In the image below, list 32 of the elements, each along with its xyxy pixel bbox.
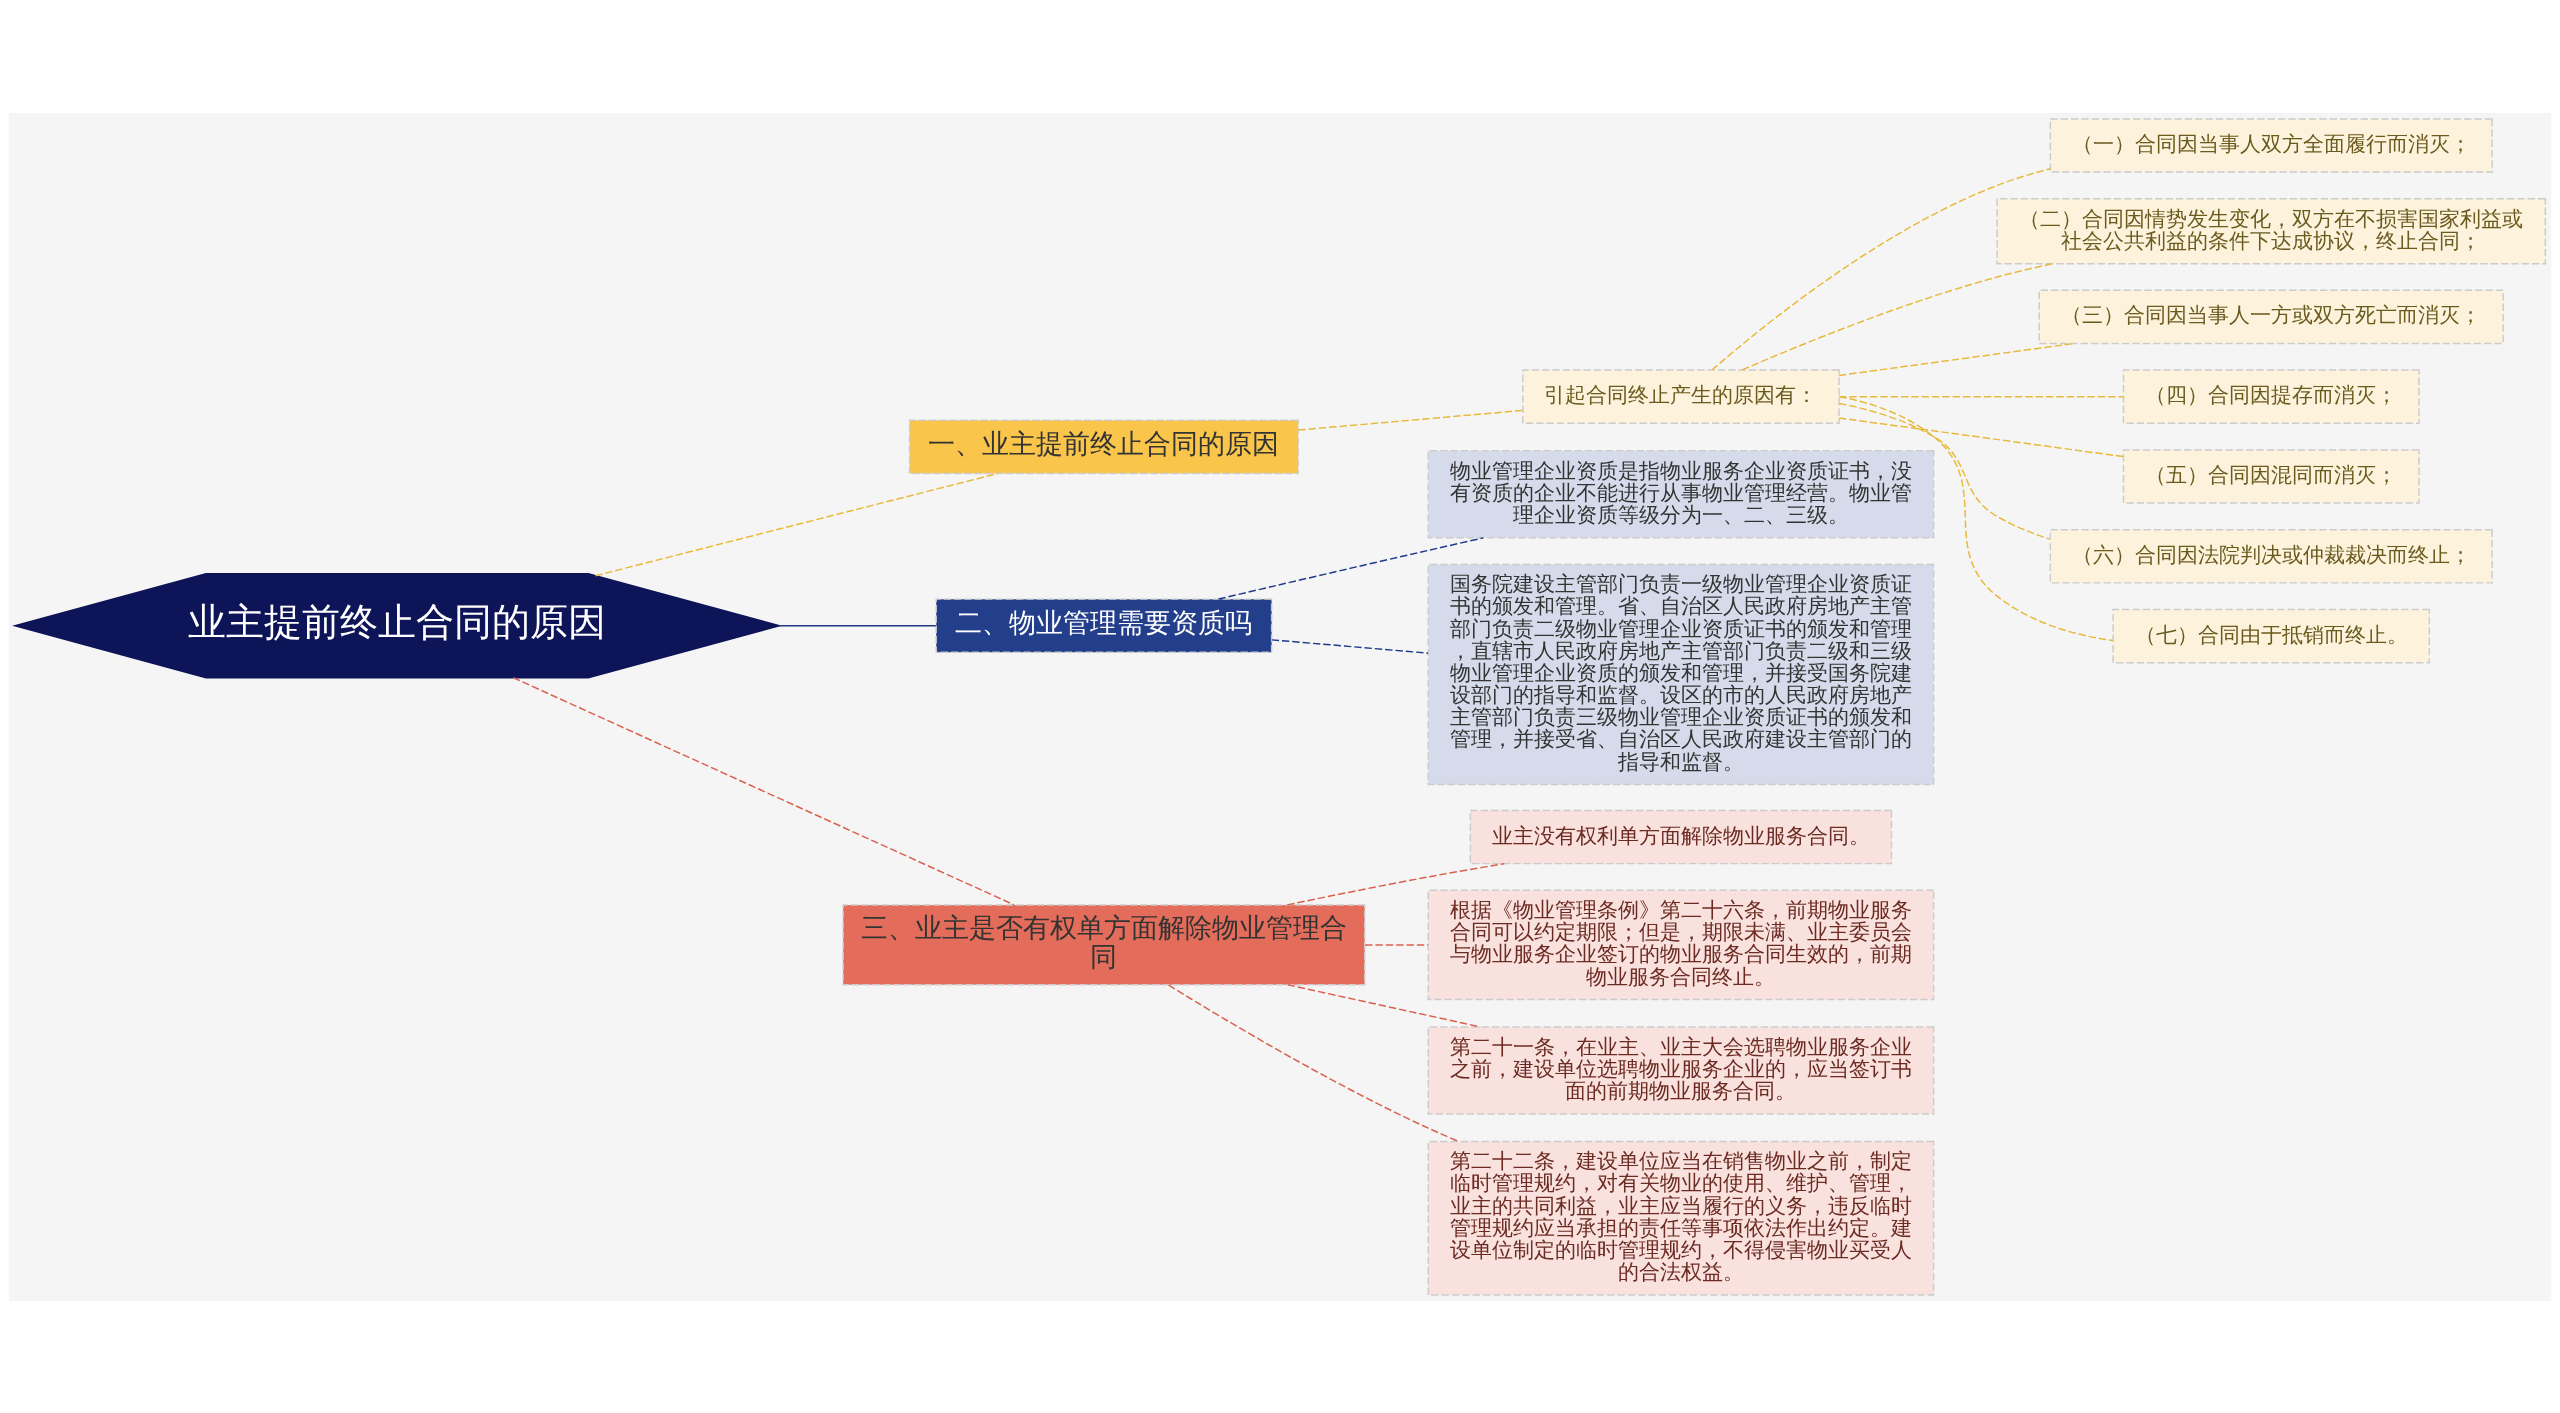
node-box: 第二十一条，在业主、业主大会选聘物业服务企业之前，建设单位选聘物业服务企业的，应当签订书面的前期物业服务合同。 xyxy=(1427,1025,1935,1115)
connector xyxy=(512,676,1015,906)
connector xyxy=(1297,409,1524,431)
node-box: （六）合同因法院判决或仲裁裁决而终止； xyxy=(2049,528,2493,584)
connector xyxy=(1838,402,2051,540)
connector xyxy=(1364,943,1429,946)
connector xyxy=(1711,167,2051,371)
connector xyxy=(1217,536,1485,600)
node-box: （七）合同由于抵销而终止。 xyxy=(2112,608,2431,663)
node-box: （二）合同因情势发生变化，双方在不损害国家利益或社会公共利益的条件下达成协议，终止合同； xyxy=(1996,197,2547,264)
node-box: 根据《物业管理条例》第二十六条，前期物业服务合同可以约定期限；但是，期限未满、业主委员会与物业服务企业签订的物业服务合同生效的，前期物业服务合同终止。 xyxy=(1427,889,1935,1000)
connector xyxy=(1271,638,1429,654)
connector xyxy=(1838,395,2114,641)
node-box: 三、业主是否有权单方面解除物业管理合同 xyxy=(842,903,1366,986)
node-box: （四）合同因提存而消灭； xyxy=(2122,368,2420,424)
connector xyxy=(1838,416,2124,457)
connector xyxy=(1286,862,1505,906)
connector xyxy=(1167,983,1459,1142)
node-box: 二、物业管理需要资质吗 xyxy=(935,597,1273,653)
node-box: 物业管理企业资质是指物业服务企业资质证书，没有资质的企业不能进行从事物业管理经营。物业管理企业资质等级分为一、二、三级。 xyxy=(1427,449,1935,539)
node-box: 业主没有权利单方面解除物业服务合同。 xyxy=(1469,809,1893,864)
node-box: （三）合同因当事人一方或双方死亡而消灭； xyxy=(2038,289,2504,344)
node-box: 引起合同终止产生的原因有： xyxy=(1522,368,1840,424)
node-box: （五）合同因混同而消灭； xyxy=(2122,448,2420,504)
node-box: （一）合同因当事人双方全面履行而消灭； xyxy=(2049,117,2493,173)
node-box: 国务院建设主管部门负责一级物业管理企业资质证书的颁发和管理。省、自治区人民政府房地产主管部门负责二级物业管理企业资质证书的颁发和管理，直辖市人民政府房地产主管部门负责二级和三级物业管理企业资质的颁发和管理，并接受国务院建设部门的指导和监督。设区的市的人民政府房地产主管部门负责三级物业管理企业资质证书的颁发和管理，并接受省、自治区人民政府建设主管部门的指导和监督。 xyxy=(1427,563,1935,785)
node-box: 一、业主提前终止合同的原因 xyxy=(908,419,1299,474)
connector xyxy=(1838,342,2075,376)
connector xyxy=(1741,262,2054,371)
connector xyxy=(1838,395,2124,397)
node-box: 第二十二条，建设单位应当在销售物业之前，制定临时管理规约，对有关物业的使用、维护、管理，业主的共同利益，业主应当履行的义务，违反临时管理规约应当承担的责任等事项依法作出约定。建设单位制定的临时管理规约，不得侵害物业买受人的合法权益。 xyxy=(1427,1140,1935,1296)
connector xyxy=(778,624,937,626)
